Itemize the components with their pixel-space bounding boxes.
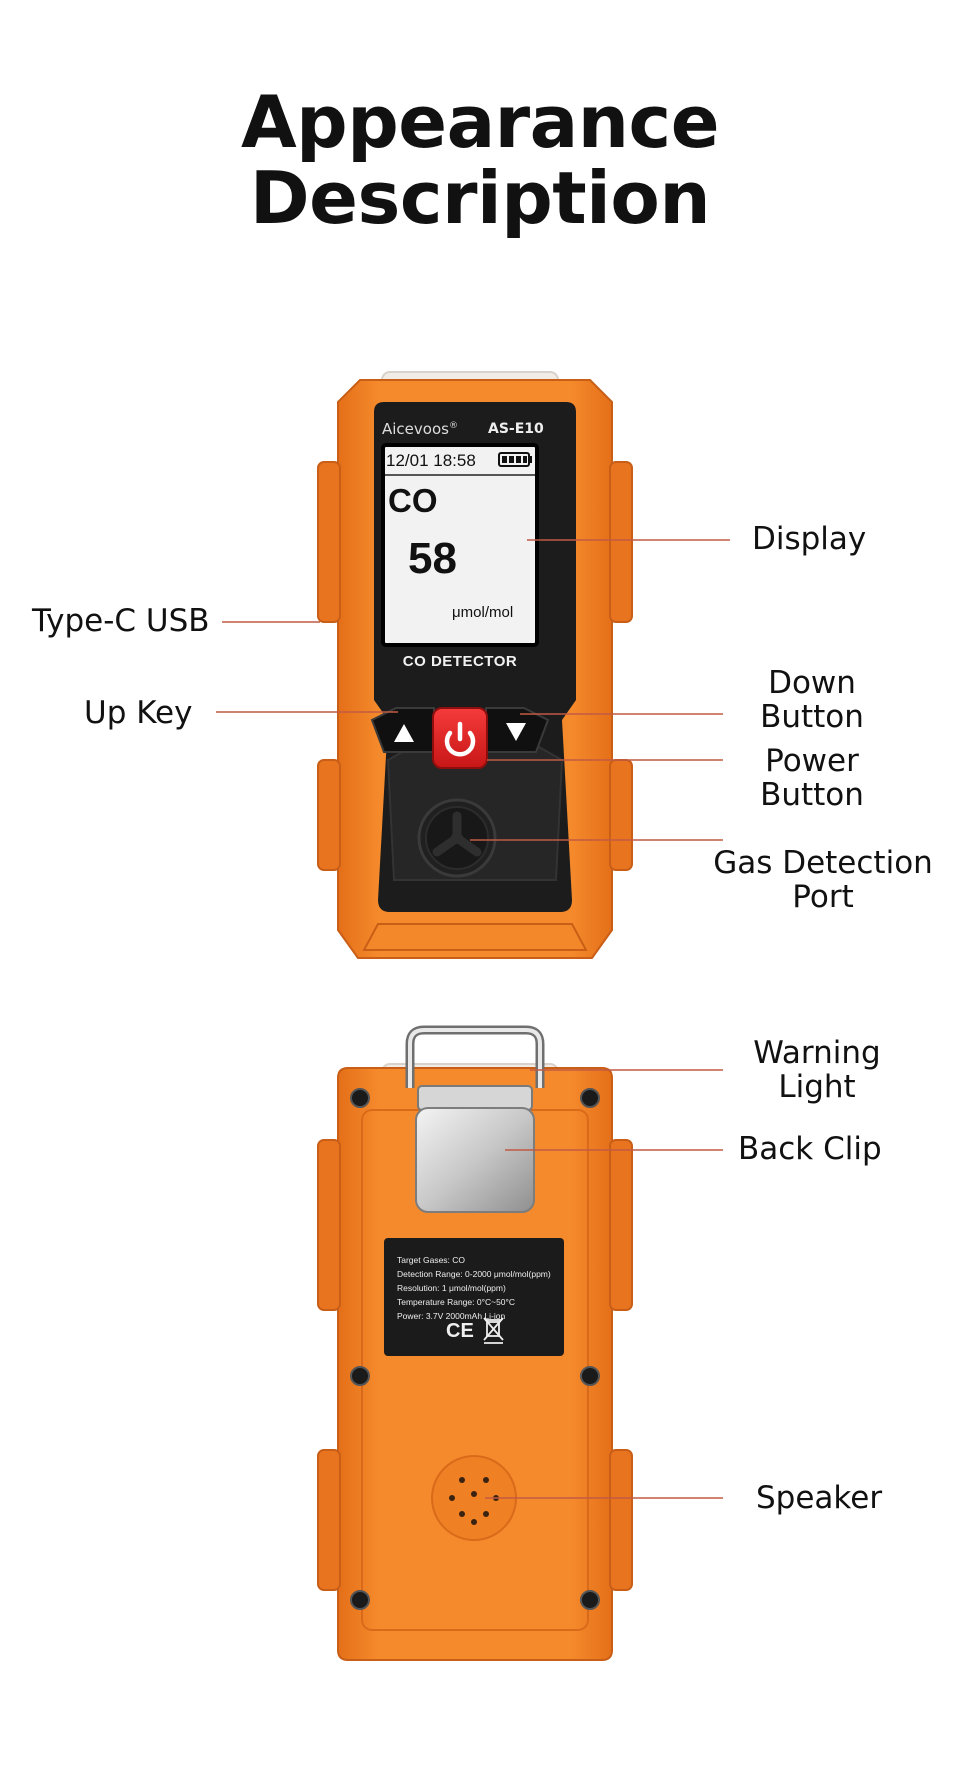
battery-icon [498, 452, 532, 467]
callout-down-line-1: Down [768, 665, 856, 701]
spec-label [384, 1238, 564, 1356]
triangle-down-icon [506, 723, 526, 741]
spec-line: Detection Range: 0-2000 μmol/mol(ppm) [397, 1269, 551, 1279]
front-screen [381, 443, 539, 647]
callout-power-button: Power Button [746, 744, 878, 812]
screen-reading: 58 [408, 534, 457, 583]
back-grip-left [317, 1139, 341, 1311]
spec-line: Power: 3.7V 2000mAh Li-ion [397, 1311, 506, 1321]
callout-gas-line-2: Port [792, 879, 854, 915]
down-button[interactable] [485, 707, 550, 753]
spec-line: Target Gases: CO [397, 1255, 466, 1265]
callout-up-key: Up Key [84, 695, 193, 731]
back-grip-right [609, 1139, 633, 1311]
callout-type-c-usb: Type-C USB [32, 603, 210, 639]
model-name: AS-E10 [488, 421, 544, 437]
screen-datetime: 12/01 18:58 [386, 451, 476, 470]
power-icon [444, 721, 476, 757]
crossed-bin-icon [483, 1317, 504, 1344]
callout-warning-line-2: Light [778, 1069, 856, 1105]
back-grip-right-lower [609, 1449, 633, 1591]
spec-line: Temperature Range: 0°C~50°C [397, 1297, 516, 1307]
front-grip-right [609, 461, 633, 623]
front-grip-left-lower [317, 759, 341, 871]
power-button[interactable] [432, 707, 488, 769]
callout-speaker: Speaker [756, 1480, 883, 1516]
screen-unit: μmol/mol [452, 604, 514, 621]
callout-power-line-2: Button [760, 777, 864, 813]
callout-back-clip: Back Clip [738, 1131, 882, 1167]
callout-display: Display [752, 521, 867, 557]
callout-down-button: Down Button [746, 666, 878, 734]
registered-mark: ® [448, 421, 458, 431]
back-grip-left-lower [317, 1449, 341, 1591]
front-grip-right-lower [609, 759, 633, 871]
brand-name: Aicevoos® [382, 420, 458, 438]
callout-warning-line-1: Warning [753, 1035, 881, 1071]
title-line-1: Appearance [240, 80, 720, 164]
speaker-grille [431, 1455, 517, 1541]
back-body [337, 1067, 613, 1661]
gas-port-icon [417, 798, 497, 878]
brand-text: Aicevoos [382, 420, 449, 438]
title-line-2: Description [249, 156, 711, 240]
page-title: Appearance Description [0, 84, 960, 236]
callout-gas-line-1: Gas Detection [713, 845, 933, 881]
screw-icons [350, 1088, 600, 1610]
spec-line: Resolution: 1 μmol/mol(ppm) [397, 1283, 506, 1293]
spec-label-text: Target Gases: CO Detection Range: 0-2000… [397, 1253, 557, 1323]
front-bottom-bumper [362, 923, 588, 951]
callout-warning-light: Warning Light [742, 1036, 892, 1104]
up-key[interactable] [370, 707, 435, 753]
ce-mark: CE [446, 1320, 474, 1342]
screen-gas: CO [388, 482, 438, 519]
device-front [317, 371, 633, 959]
callout-down-line-2: Button [760, 699, 864, 735]
leader-lines [216, 539, 730, 1499]
panel-label: CO DETECTOR [402, 653, 518, 670]
front-grip-left [317, 461, 341, 623]
triangle-up-icon [394, 724, 414, 742]
callout-power-line-1: Power [765, 743, 859, 779]
back-clip [405, 1025, 545, 1213]
device-back [317, 1025, 633, 1661]
callout-gas-port: Gas Detection Port [698, 846, 948, 914]
